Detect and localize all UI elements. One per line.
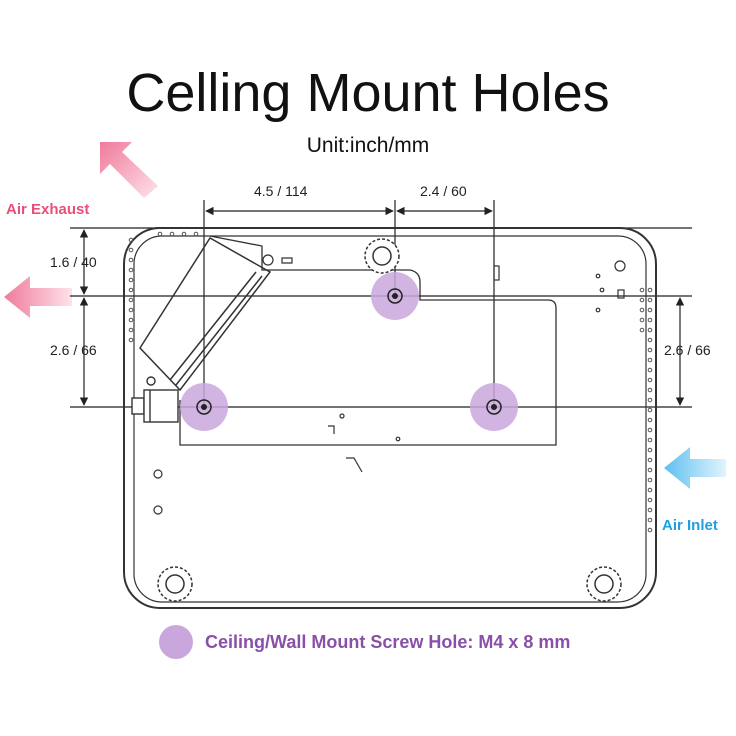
dimension-top-right: 2.4 / 60: [420, 183, 467, 199]
unit-label: Unit:inch/mm: [306, 134, 430, 157]
legend-screw-hole-swatch: [159, 625, 193, 659]
diagram-title: Celling Mount Holes: [126, 63, 610, 123]
screw-hole-left: [180, 383, 228, 431]
rear-connector: [131, 376, 179, 423]
projector-outline: [123, 227, 657, 609]
screw-hole-right: [470, 383, 518, 431]
small-details: [153, 254, 626, 515]
foot-bottom-right: [586, 566, 622, 602]
dimension-top-left: 4.5 / 114: [254, 183, 308, 199]
screw-hole-top: [371, 272, 419, 320]
air-exhaust-arrow-left: [4, 276, 72, 318]
foot-top-center: [364, 238, 400, 274]
legend-text: Ceiling/Wall Mount Screw Hole: M4 x 8 mm: [205, 632, 571, 652]
dimension-right: 2.6 / 66: [664, 342, 711, 358]
lens-housing: [139, 236, 272, 392]
air-exhaust-arrow-diagonal: [100, 142, 158, 198]
air-exhaust-label: Air Exhaust: [6, 201, 90, 218]
foot-bottom-left: [157, 566, 193, 602]
left-vent-dots: [128, 231, 199, 343]
air-inlet-arrow: [664, 447, 726, 489]
air-inlet-label: Air Inlet: [662, 517, 718, 534]
right-vent-dots: [639, 287, 653, 533]
